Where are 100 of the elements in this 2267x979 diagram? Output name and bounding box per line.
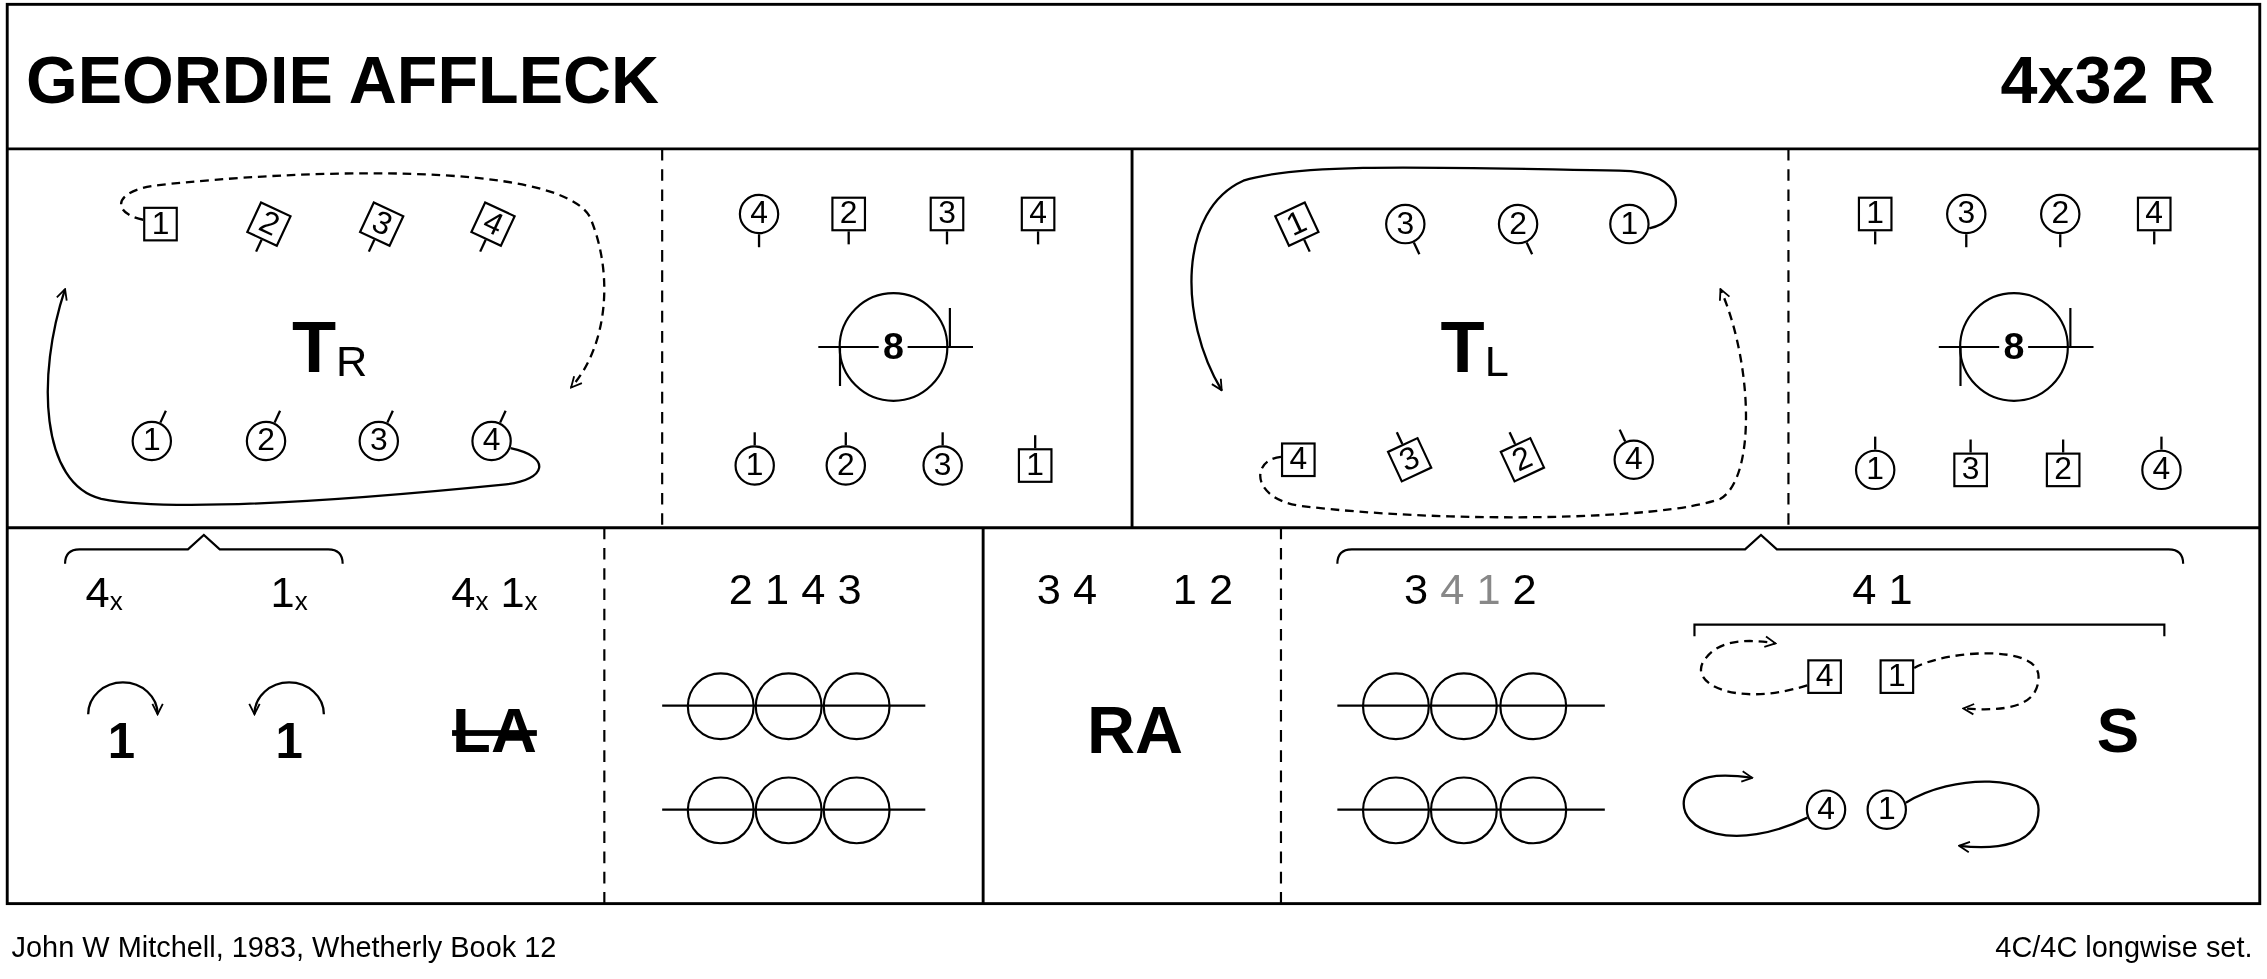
dancer-circle	[1385, 203, 1426, 245]
dancer-square	[1807, 659, 1842, 694]
dancer-number: 1	[151, 207, 170, 240]
dancer-number: 1	[1620, 207, 1639, 240]
formation-circle	[686, 775, 754, 844]
dancer-circle	[1805, 789, 1847, 830]
dancer-number: 4	[478, 205, 509, 242]
dancer-number: 2	[2051, 197, 2070, 230]
dancer-square	[1857, 196, 1893, 232]
dancer-number: 3	[1961, 453, 1980, 486]
dancer-square	[831, 196, 867, 232]
dancer-number: 3	[1396, 207, 1415, 240]
formation-circle	[1361, 775, 1430, 844]
dancer-square	[2136, 196, 2172, 232]
dance-type: 4x32 R	[2000, 46, 2215, 113]
dancer-square	[1879, 659, 1915, 694]
repeat-count: 1$_{x}$	[270, 571, 308, 615]
dancer-number: 4	[1624, 443, 1643, 476]
dancer-number: 2	[257, 424, 275, 457]
figure-symbol: LA	[452, 698, 537, 762]
dancer-number: 2	[1507, 441, 1537, 478]
dancer-number: 2	[836, 449, 855, 481]
dancer-circle	[1854, 449, 1896, 491]
dancer-circle	[825, 445, 867, 486]
formation-circle	[1498, 671, 1567, 740]
dancer-number: 4	[1815, 660, 1834, 692]
dancer-order: 2 1 4 3	[728, 568, 862, 612]
dancer-circle	[1609, 203, 1650, 245]
dancer-number: 1	[1888, 660, 1906, 692]
dancer-number: 1	[745, 449, 764, 481]
dancer-circle	[471, 420, 512, 462]
dancer-number: 4	[750, 197, 768, 230]
dancer-number: 2	[2054, 453, 2072, 486]
formation-circle	[1498, 775, 1567, 844]
dancer-number: 4	[2152, 453, 2171, 486]
dancer-circle	[1946, 193, 1987, 235]
dancer-number: 1	[1877, 793, 1896, 825]
dancer-square	[1953, 452, 1988, 488]
repeat-count: 4$_{x}$ 1$_{x}$	[451, 571, 538, 615]
figure-circle	[1959, 292, 2069, 402]
dancer-number: 2	[1509, 207, 1527, 240]
dancer-number: 3	[1957, 197, 1976, 230]
dancer-number: 3	[1394, 441, 1425, 478]
dancer-number: 1	[142, 424, 161, 457]
formation-circle	[1429, 671, 1498, 740]
dancer-square	[143, 206, 178, 242]
figure-symbol: S	[2096, 698, 2140, 762]
formation-circle	[821, 775, 890, 844]
dancer-number: 3	[367, 205, 397, 242]
dancer-order: 3 4	[1036, 568, 1098, 612]
dancer-square	[2045, 452, 2081, 488]
dancer-number: 1	[1866, 453, 1885, 486]
dancer-circle	[2141, 449, 2182, 491]
dancer-circle	[245, 420, 287, 462]
formation-circle	[1361, 671, 1430, 740]
dancer-circle	[922, 445, 963, 486]
dancer-number: 3	[369, 424, 388, 457]
formation-circle	[686, 671, 754, 740]
movement-arrow	[1913, 652, 2040, 716]
dancer-square	[1017, 448, 1053, 483]
dancer-circle	[358, 420, 400, 462]
dancer-number: 3	[938, 197, 956, 230]
movement-arrow	[1259, 288, 1748, 519]
dancer-order: 1 2	[1172, 568, 1234, 612]
dancer-square	[1020, 196, 1056, 232]
movement-arrow	[1905, 780, 2040, 853]
dancer-number: 1	[1281, 205, 1312, 242]
bar-count: 1	[107, 715, 136, 765]
dancer-circle	[1497, 203, 1539, 245]
formation-circle	[754, 775, 822, 844]
dancer-number: 3	[933, 449, 952, 481]
movement-arrow	[120, 172, 606, 389]
dancer-circle	[738, 193, 780, 235]
formation-circle	[754, 671, 822, 740]
figure-symbol: RA	[1086, 696, 1183, 764]
title: GEORDIE AFFLECK	[26, 46, 660, 113]
dancer-number: 2	[254, 205, 284, 242]
dancer-order: 4 1	[1852, 568, 1913, 612]
dancer-circle	[1613, 439, 1654, 480]
dancer-order: 3 4 1 2	[1404, 568, 1537, 612]
dancer-circle	[734, 445, 775, 486]
dancer-circle	[2040, 193, 2081, 235]
formation-circle	[821, 671, 890, 740]
formation-circle	[1429, 775, 1498, 844]
dancer-square	[1280, 442, 1316, 478]
dancer-number: 1	[1026, 449, 1045, 481]
movement-arrow	[1190, 166, 1677, 392]
repeat-count: 4$_{x}$	[85, 571, 123, 615]
dancer-number: 4	[482, 424, 501, 457]
dancer-number: 4	[1289, 443, 1308, 476]
dancer-circle	[131, 420, 173, 462]
figure-circle	[838, 292, 949, 402]
dancer-number: 4	[2145, 197, 2164, 230]
dancer-number: 2	[839, 197, 858, 230]
dancer-circle	[1866, 789, 1907, 830]
dancer-number: 4	[1029, 197, 1047, 230]
bar-count: 1	[275, 715, 303, 765]
dancer-number: 4	[1817, 793, 1835, 825]
set-description: 4C/4C longwise set.	[1995, 932, 2253, 962]
dancer-number: 1	[1866, 197, 1885, 230]
